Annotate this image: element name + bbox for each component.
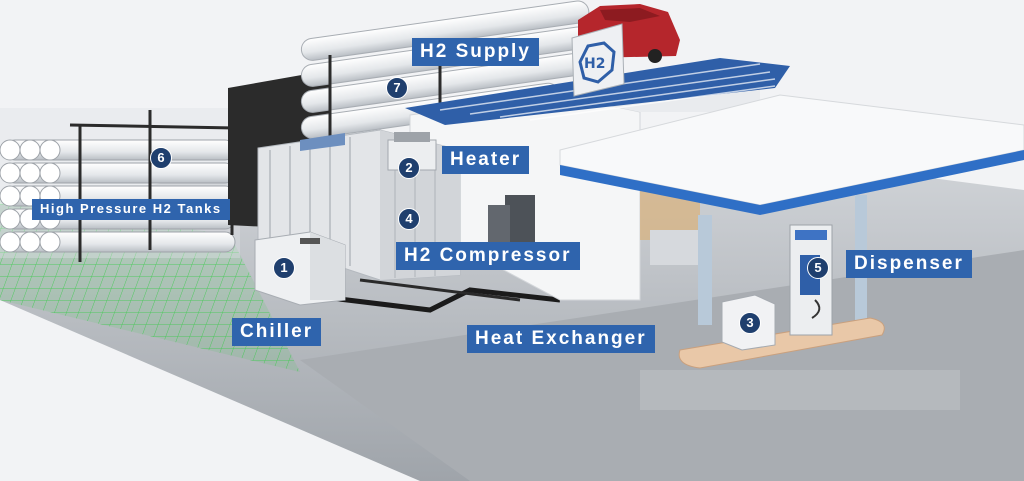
marker-3: 3 bbox=[739, 312, 761, 334]
marker-6: 6 bbox=[150, 147, 172, 169]
label-heater: Heater bbox=[442, 146, 530, 174]
building-roof bbox=[405, 58, 790, 125]
marker-7: 7 bbox=[386, 77, 408, 99]
h2-sign-board: H2 bbox=[571, 23, 625, 97]
label-dispenser: Dispenser bbox=[846, 250, 972, 278]
dispenser-unit bbox=[789, 224, 833, 336]
fuel-canopy bbox=[559, 94, 1024, 325]
label-chiller: Chiller bbox=[232, 318, 322, 346]
marker-4: 4 bbox=[398, 208, 420, 230]
label-heat-exchanger: Heat Exchanger bbox=[467, 325, 655, 353]
pipe-line bbox=[264, 287, 561, 313]
h2-sign-text: H2 bbox=[584, 56, 605, 72]
label-high-pressure-tanks: High Pressure H2 Tanks bbox=[32, 199, 230, 220]
chiller-unit bbox=[254, 231, 346, 306]
marker-2: 2 bbox=[398, 157, 420, 179]
label-h2-compressor: H2 Compressor bbox=[396, 242, 580, 270]
floor-reflection bbox=[640, 370, 960, 410]
pump-island bbox=[678, 317, 885, 369]
high-pressure-tanks bbox=[0, 108, 240, 262]
label-h2-supply: H2 Supply bbox=[412, 38, 539, 66]
front-ground bbox=[300, 250, 1024, 481]
pipe-line-2 bbox=[359, 278, 521, 302]
marker-5: 5 bbox=[807, 257, 829, 279]
marker-1: 1 bbox=[273, 257, 295, 279]
